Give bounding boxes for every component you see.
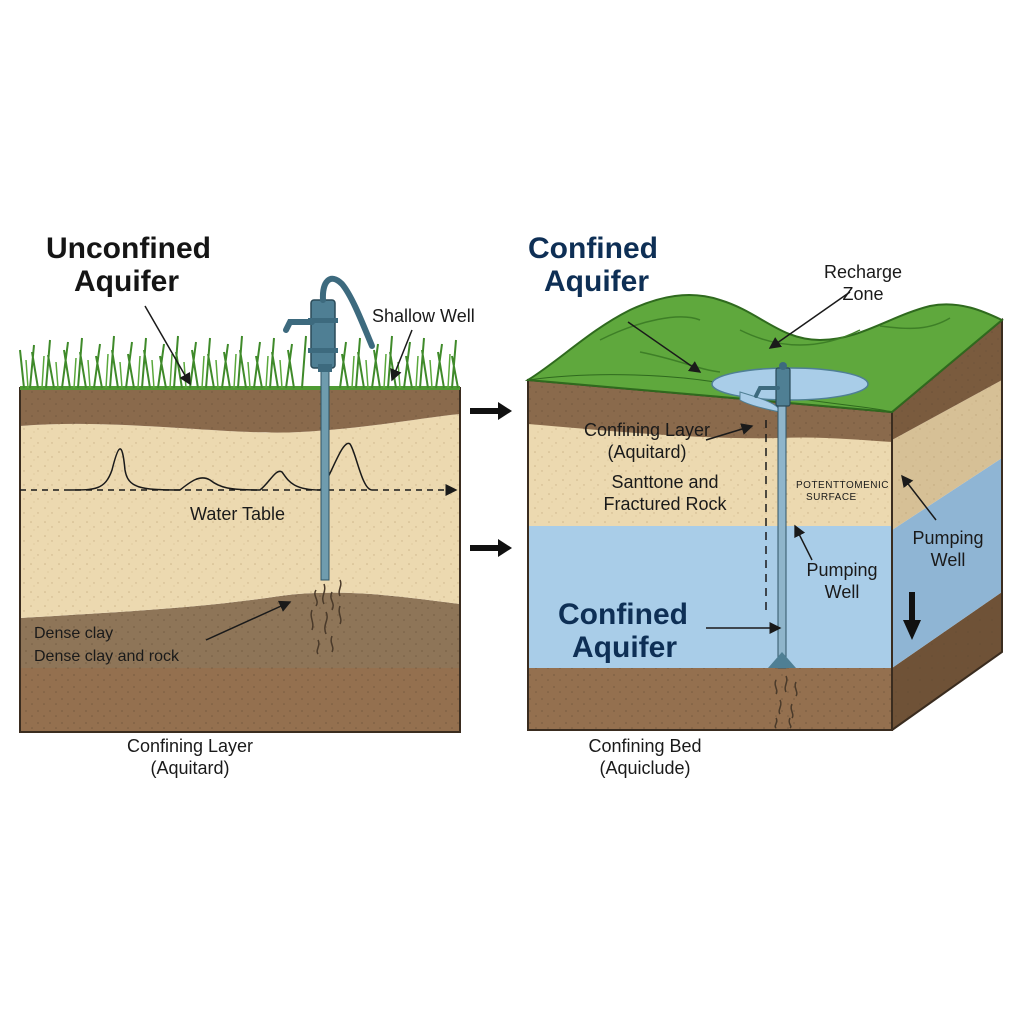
pumping-well-inner-label: Pumping Well (794, 560, 890, 603)
confining-bed-label: Confining Bed (Aquiclude) (560, 736, 730, 779)
left-confining-layer-line2: (Aquitard) (150, 757, 230, 778)
shallow-well-label: Shallow Well (372, 306, 475, 326)
recharge-zone-label: Recharge Zone (808, 262, 918, 305)
left-panel (19, 275, 461, 733)
confining-bed-line1: Confining Bed (588, 736, 702, 756)
right-aquifer-layer (528, 526, 892, 668)
right-panel (524, 291, 1004, 731)
dense-clay-rock-label: Dense clay and rock (34, 648, 179, 665)
pumping-well-side-line2: Well (930, 549, 966, 570)
right-pump-icon (754, 362, 796, 669)
well-seepage (310, 579, 342, 655)
left-grass (19, 335, 460, 390)
left-confining-layer-label: Confining Layer (Aquitard) (100, 736, 280, 779)
hand-pump-icon (283, 275, 375, 581)
water-table-bumps (69, 442, 373, 491)
right-confining-layer-line1: Confining Layer (583, 420, 711, 440)
right-title: Confined Aquifer (528, 232, 658, 298)
dense-clay-label: Dense clay (34, 625, 114, 642)
potentiometric-line2: SURFACE (806, 492, 857, 503)
sandstone-line1: Santtone and (611, 472, 719, 492)
right-confining-layer-line2: (Aquitard) (607, 441, 687, 462)
left-title-line2: Aquifer (74, 265, 179, 298)
recharge-zone-line2: Zone (842, 283, 884, 304)
arrow-right-icon (470, 402, 512, 557)
recharge-zone-line1: Recharge (823, 262, 903, 282)
confining-bed-line2: (Aquiclude) (599, 757, 691, 778)
left-title: Unconfined Aquifer (46, 232, 211, 298)
pumping-well-inner-line2: Well (824, 581, 860, 602)
confined-aquifer-line1: Confined (558, 598, 688, 631)
right-title-line1: Confined (528, 232, 658, 265)
right-side-aquifer (892, 458, 1002, 668)
pumping-well-side-label: Pumping Well (900, 528, 996, 571)
right-well-seepage (774, 675, 798, 729)
arrow-down-icon (903, 592, 921, 640)
sandstone-line2: Fractured Rock (603, 493, 727, 514)
left-confining-layer-line1: Confining Layer (126, 736, 254, 756)
left-title-line1: Unconfined (46, 232, 211, 265)
potentiometric-surface-label: POTENTTOMENIC SURFACE (796, 480, 889, 504)
potentiometric-line1: POTENTTOMENIC (796, 480, 889, 491)
sandstone-label: Santtone and Fractured Rock (590, 472, 740, 515)
pumping-well-inner-line1: Pumping (806, 560, 878, 580)
water-table-label: Water Table (190, 504, 286, 524)
confined-aquifer-line2: Aquifer (572, 631, 677, 664)
pumping-well-side-line1: Pumping (912, 528, 984, 548)
right-title-line2: Aquifer (544, 265, 649, 298)
right-grass-surface (524, 294, 1004, 414)
confined-aquifer-label: Confined Aquifer (558, 598, 688, 664)
right-confining-layer-label: Confining Layer (Aquitard) (562, 420, 732, 463)
